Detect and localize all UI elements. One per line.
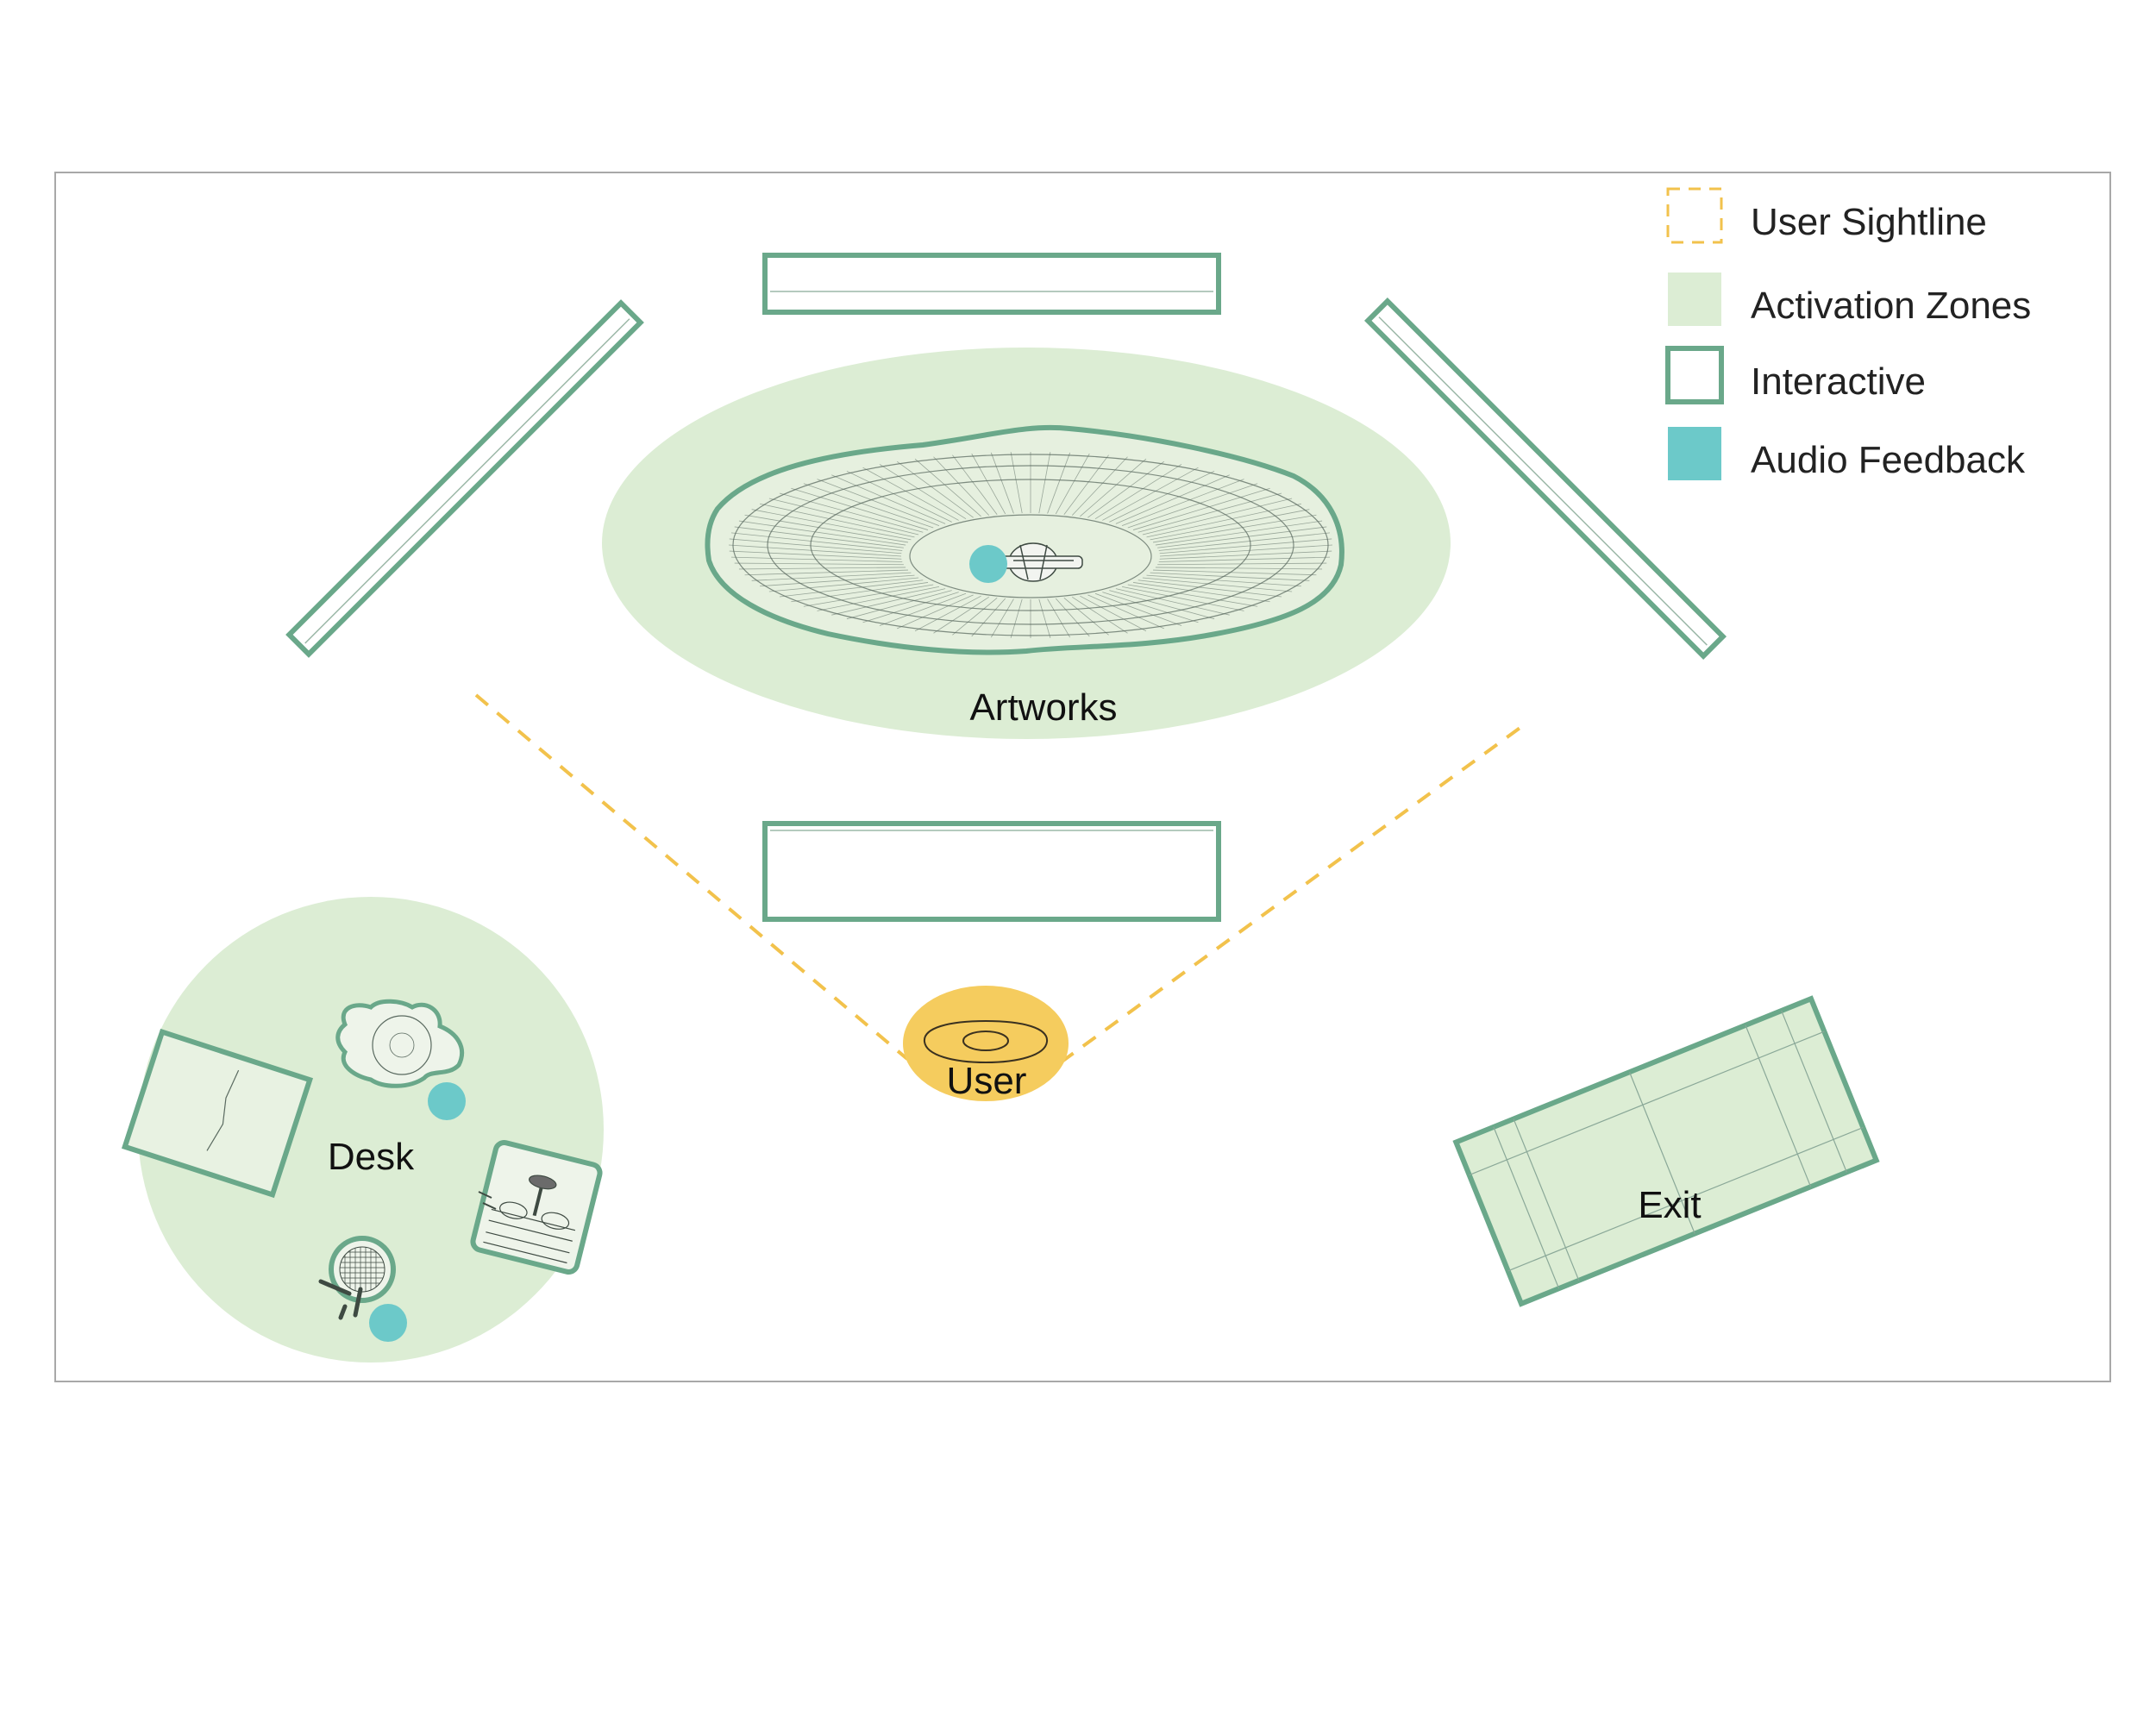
desk-label: Desk — [328, 1136, 415, 1178]
artworks-exhibit[interactable] — [705, 424, 1344, 655]
outlined-square-icon — [1665, 346, 1724, 404]
panel-bottom[interactable] — [762, 821, 1221, 922]
user-figure-icon — [923, 1019, 1049, 1064]
exit-area[interactable] — [1452, 995, 1880, 1307]
legend-interactive-label: Interactive — [1751, 360, 1926, 403]
desk-pottery-object[interactable] — [335, 999, 466, 1120]
user-label: User — [947, 1060, 1027, 1102]
legend-audio-label: Audio Feedback — [1751, 439, 2026, 481]
dashed-square-icon — [1666, 187, 1723, 244]
user-sightline — [474, 693, 1526, 1064]
desk-small-handle-icon — [478, 1191, 497, 1210]
desk-lamp-object[interactable] — [318, 1236, 407, 1342]
desk-instrument-object[interactable] — [470, 1140, 603, 1275]
lamp-audio-feedback-dot — [369, 1304, 407, 1342]
room-frame — [54, 172, 2111, 1382]
filled-square-icon — [1668, 273, 1721, 326]
user-position[interactable] — [903, 986, 1069, 1101]
panel-left-diagonal[interactable] — [285, 299, 644, 658]
legend-activation-label: Activation Zones — [1751, 285, 2031, 327]
legend-sightline-label: User Sightline — [1751, 201, 1987, 243]
desk-table[interactable] — [121, 1028, 314, 1199]
panel-top[interactable] — [762, 253, 1221, 315]
legend: User Sightline Activation Zones Interact… — [1665, 187, 2031, 481]
artworks-audio-feedback-dot — [969, 545, 1007, 583]
teal-square-icon — [1668, 427, 1721, 480]
artwork-object-icon — [1000, 542, 1083, 582]
pottery-audio-feedback-dot — [428, 1082, 466, 1120]
panel-right-diagonal[interactable] — [1363, 297, 1727, 661]
artworks-label: Artworks — [969, 686, 1117, 729]
exit-label: Exit — [1638, 1184, 1701, 1226]
